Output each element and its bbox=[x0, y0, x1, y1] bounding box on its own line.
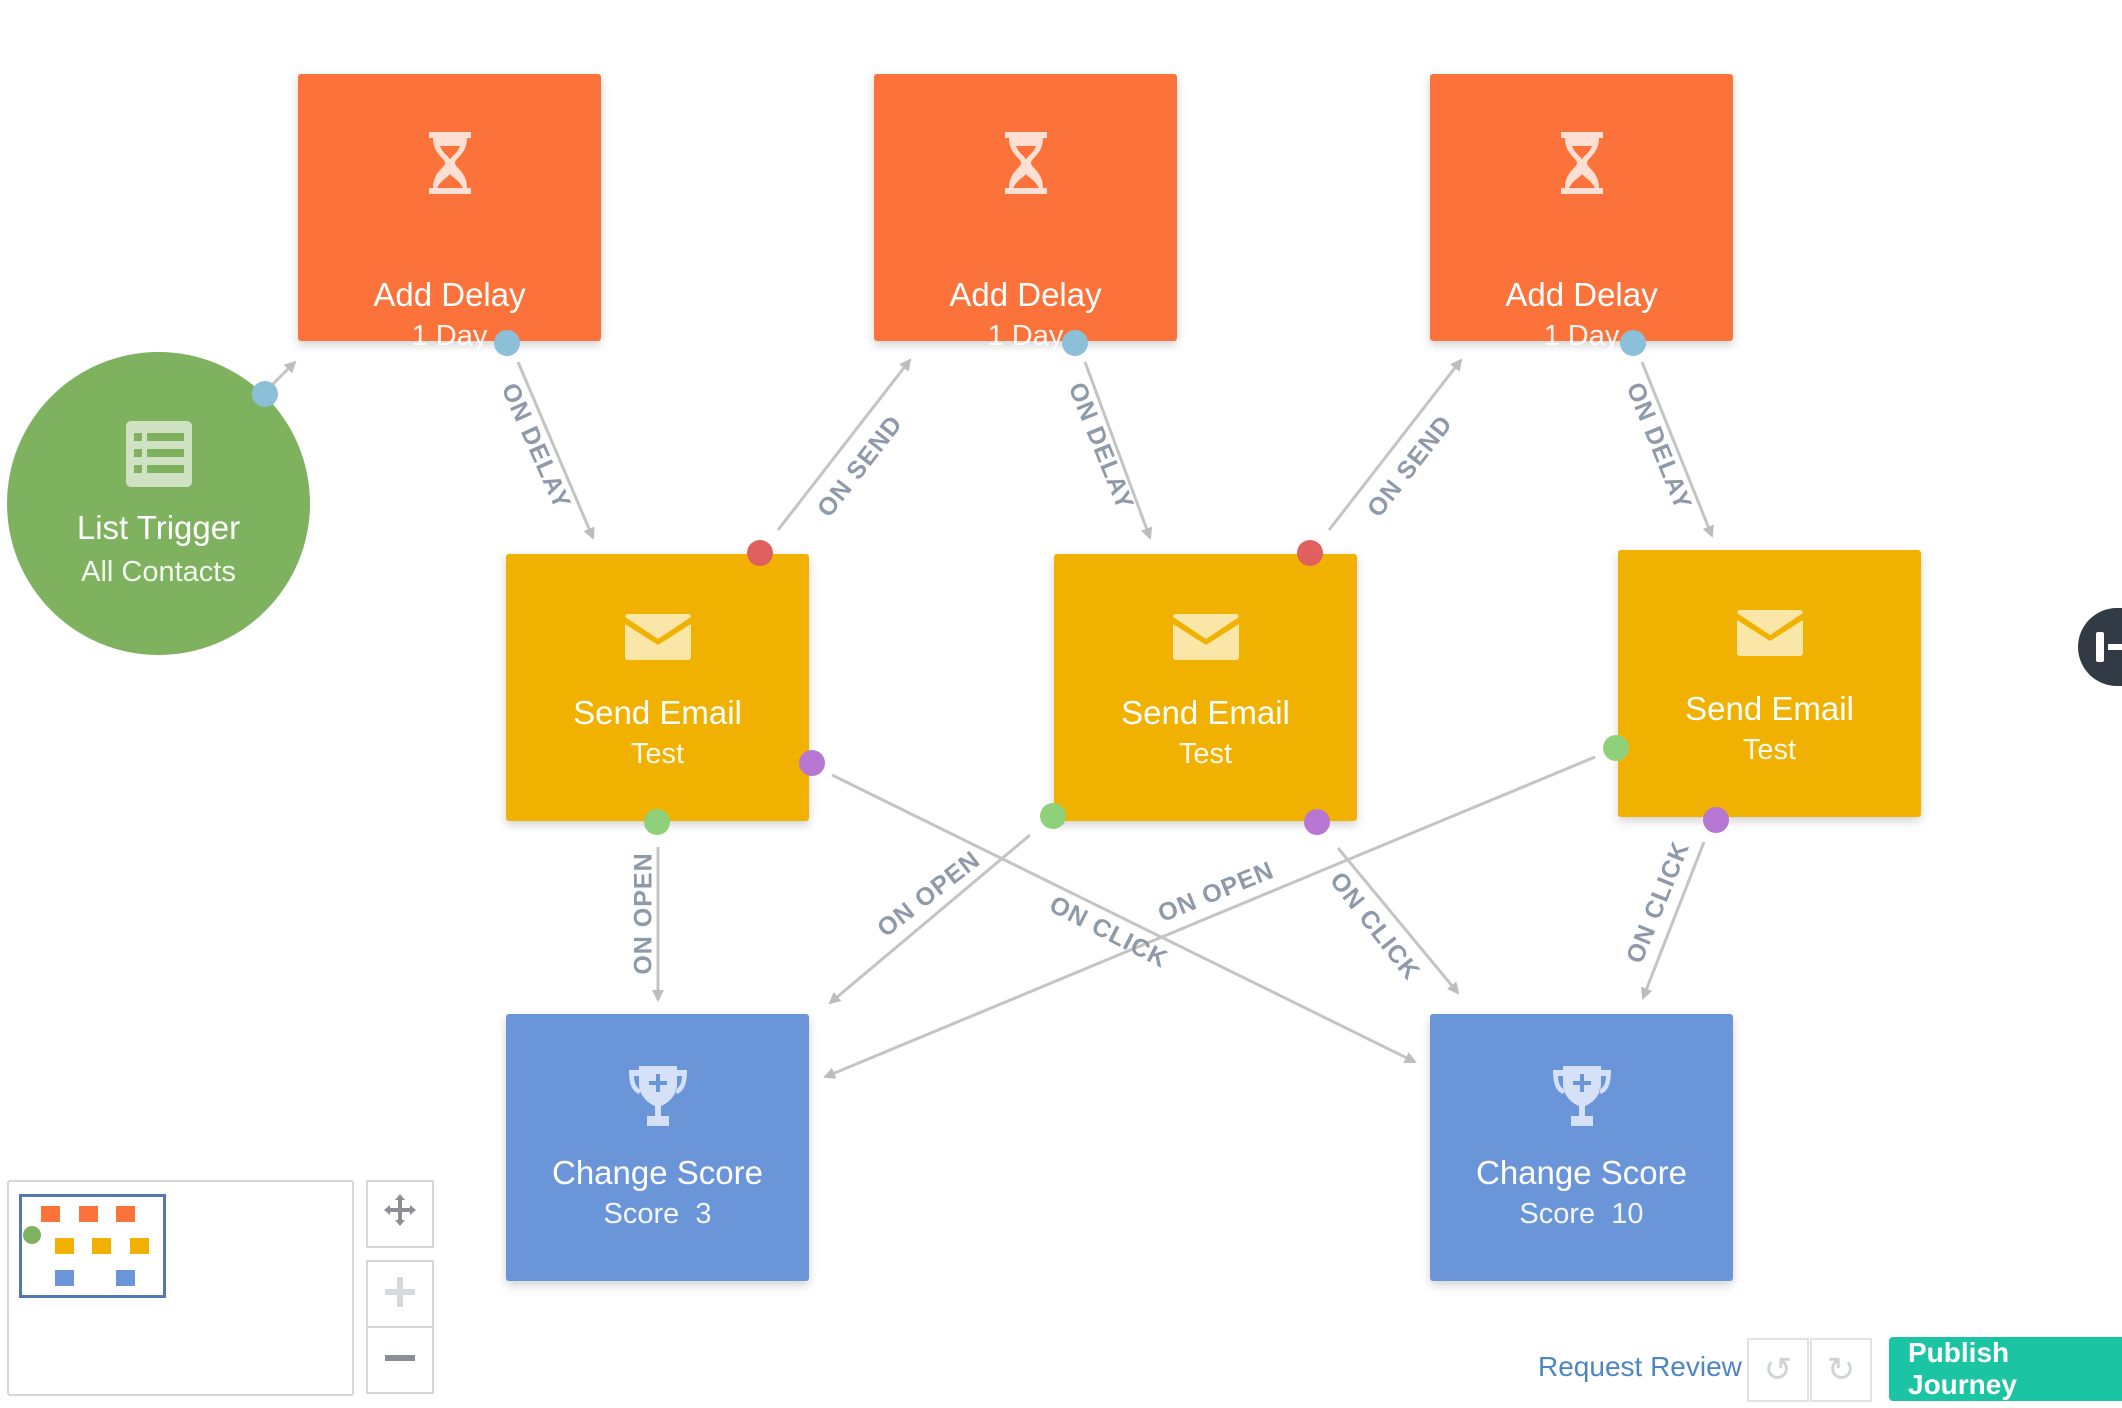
edge-email2-delay3 bbox=[1327, 358, 1463, 531]
minimap[interactable] bbox=[7, 1180, 354, 1396]
add-delay-node-3[interactable]: Add Delay 1 Day bbox=[1430, 74, 1733, 352]
hourglass-icon bbox=[427, 130, 473, 201]
send-email-node-3[interactable]: Send Email Test bbox=[1618, 550, 1921, 817]
node-subtitle: Test bbox=[1178, 738, 1233, 770]
edge-delay1-email1 bbox=[516, 361, 595, 540]
edge-email2-score1-open bbox=[828, 833, 1031, 1005]
send-email-node-2[interactable]: Send Email Test bbox=[1054, 554, 1357, 821]
trophy-icon bbox=[625, 1064, 691, 1135]
port-email2-click[interactable] bbox=[1304, 809, 1330, 835]
port-email2-send[interactable] bbox=[1297, 540, 1323, 566]
port-delay1-out[interactable] bbox=[494, 330, 520, 356]
change-score-node-1[interactable]: Change Score Score 3 bbox=[506, 1014, 809, 1281]
edge-email2-score2-click bbox=[1336, 847, 1460, 995]
edge-email1-delay2 bbox=[776, 358, 912, 531]
undo-button[interactable]: ↺ bbox=[1747, 1338, 1809, 1402]
minimap-score bbox=[55, 1270, 74, 1286]
node-subtitle: All Contacts bbox=[81, 556, 236, 588]
minimap-delay bbox=[79, 1206, 98, 1222]
hourglass-icon bbox=[1559, 130, 1605, 201]
list-trigger-node[interactable]: List Trigger All Contacts bbox=[7, 352, 310, 655]
minimap-email bbox=[130, 1238, 149, 1254]
node-title: Add Delay bbox=[373, 276, 526, 313]
plus-icon bbox=[385, 1272, 415, 1317]
minus-icon bbox=[385, 1338, 415, 1383]
request-review-link[interactable]: Request Review bbox=[1538, 1351, 1742, 1382]
zoom-out-button[interactable] bbox=[366, 1326, 434, 1394]
minimap-score bbox=[116, 1270, 135, 1286]
edge-email3-score2-click bbox=[1641, 841, 1706, 1000]
node-subtitle: Score 10 bbox=[1519, 1198, 1644, 1230]
node-title: Send Email bbox=[1121, 694, 1290, 731]
minimap-trigger bbox=[23, 1226, 41, 1244]
envelope-icon bbox=[624, 614, 691, 665]
minimap-email bbox=[55, 1238, 74, 1254]
port-delay2-out[interactable] bbox=[1062, 330, 1088, 356]
node-title: Send Email bbox=[1685, 690, 1854, 727]
node-subtitle: Test bbox=[630, 738, 685, 770]
node-title: Add Delay bbox=[1505, 276, 1658, 313]
edge-delay2-email2 bbox=[1083, 361, 1153, 540]
node-subtitle: 1 Day bbox=[1543, 320, 1620, 352]
port-email1-send[interactable] bbox=[747, 540, 773, 566]
redo-button[interactable]: ↻ bbox=[1810, 1338, 1872, 1402]
move-icon bbox=[383, 1192, 417, 1237]
edge-label-on-open: ON OPEN bbox=[629, 852, 658, 975]
send-email-node-1[interactable]: Send Email Test bbox=[506, 554, 809, 821]
port-email1-open[interactable] bbox=[644, 809, 670, 835]
node-subtitle: Score 3 bbox=[603, 1198, 712, 1230]
minimap-email bbox=[92, 1238, 111, 1254]
minimap-delay bbox=[41, 1206, 60, 1222]
port-trigger-out[interactable] bbox=[252, 381, 278, 407]
node-subtitle: Test bbox=[1742, 734, 1797, 766]
hourglass-icon bbox=[1003, 130, 1049, 201]
collapse-icon bbox=[2096, 632, 2104, 662]
list-icon bbox=[125, 421, 192, 492]
add-delay-node-1[interactable]: Add Delay 1 Day bbox=[298, 74, 601, 352]
port-delay3-out[interactable] bbox=[1620, 330, 1646, 356]
undo-icon: ↺ bbox=[1763, 1351, 1793, 1389]
port-email2-open[interactable] bbox=[1040, 803, 1066, 829]
port-email3-open[interactable] bbox=[1603, 735, 1629, 761]
node-title: Change Score bbox=[552, 1154, 763, 1191]
publish-journey-button[interactable]: Publish Journey bbox=[1889, 1337, 2122, 1401]
arrow-icon bbox=[2108, 644, 2122, 650]
node-title: List Trigger bbox=[76, 509, 241, 546]
redo-icon: ↻ bbox=[1826, 1351, 1856, 1389]
minimap-viewport[interactable] bbox=[19, 1194, 166, 1298]
node-title: Change Score bbox=[1476, 1154, 1687, 1191]
edge-delay3-email3 bbox=[1640, 361, 1714, 538]
port-email1-click[interactable] bbox=[799, 750, 825, 776]
node-title: Add Delay bbox=[949, 276, 1102, 313]
envelope-icon bbox=[1172, 614, 1239, 665]
edge-email1-score2-click bbox=[831, 773, 1417, 1064]
add-delay-node-2[interactable]: Add Delay 1 Day bbox=[874, 74, 1177, 352]
node-subtitle: 1 Day bbox=[987, 320, 1064, 352]
zoom-in-button[interactable] bbox=[366, 1260, 434, 1328]
edge-email3-score1-open bbox=[823, 755, 1596, 1079]
port-email3-click[interactable] bbox=[1703, 807, 1729, 833]
change-score-node-2[interactable]: Change Score Score 10 bbox=[1430, 1014, 1733, 1281]
pan-button[interactable] bbox=[366, 1180, 434, 1248]
node-title: Send Email bbox=[573, 694, 742, 731]
trophy-icon bbox=[1549, 1064, 1615, 1135]
node-subtitle: 1 Day bbox=[411, 320, 488, 352]
minimap-delay bbox=[116, 1206, 135, 1222]
envelope-icon bbox=[1736, 610, 1803, 661]
